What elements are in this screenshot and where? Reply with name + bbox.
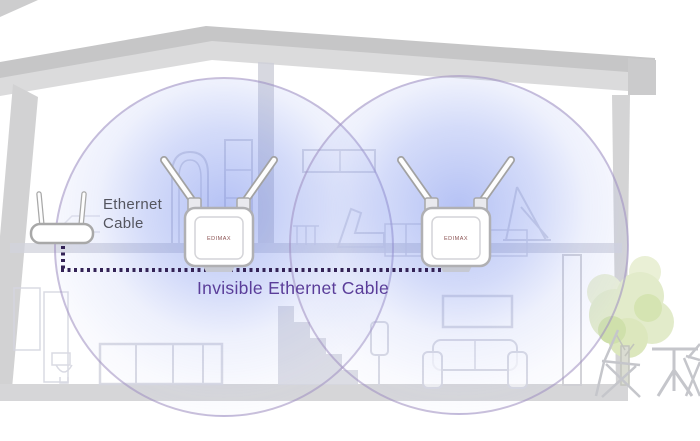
roof-right-cap (628, 58, 656, 95)
brand-logo: EDIMAX (444, 236, 468, 242)
roof-underside (0, 40, 655, 96)
roof (0, 26, 655, 78)
ap-faceplate (431, 216, 481, 260)
brand-logo: EDIMAX (207, 236, 231, 242)
tree-trunk (620, 345, 630, 386)
bathroom-door (43, 291, 69, 383)
router-antenna-left (36, 191, 45, 229)
ethernet-cable-label-line2: Cable (103, 215, 144, 232)
shower (13, 287, 41, 351)
ap-faceplate (194, 216, 244, 260)
ap-antenna-right (239, 156, 278, 208)
ethernet-cable-dotted-horizontal (61, 268, 464, 272)
ap-antenna-right (476, 156, 515, 208)
outdoor-furniture (594, 329, 700, 398)
ethernet-cable-label: Ethernet Cable (103, 195, 162, 233)
wireless-router (29, 191, 95, 245)
access-point-right: EDIMAX (397, 156, 515, 272)
left-wall (0, 84, 38, 400)
patio-chair-right (682, 343, 700, 397)
patio-chair-left (594, 329, 641, 398)
invisible-ethernet-cable-label: Invisible Ethernet Cable (197, 278, 390, 298)
ap-antenna-left (397, 156, 436, 208)
toilet (51, 352, 73, 384)
ethernet-cable-dotted-vertical-left (61, 246, 65, 270)
router-antenna-right (78, 191, 87, 229)
access-point-left: EDIMAX (160, 156, 278, 272)
ethernet-cable-label-line1: Ethernet (103, 196, 163, 213)
ap-antenna-left (160, 156, 199, 208)
corner-roof-fragment (0, 0, 38, 17)
tree-branches (615, 333, 635, 357)
patio-table (652, 347, 698, 397)
router-body (29, 222, 95, 245)
